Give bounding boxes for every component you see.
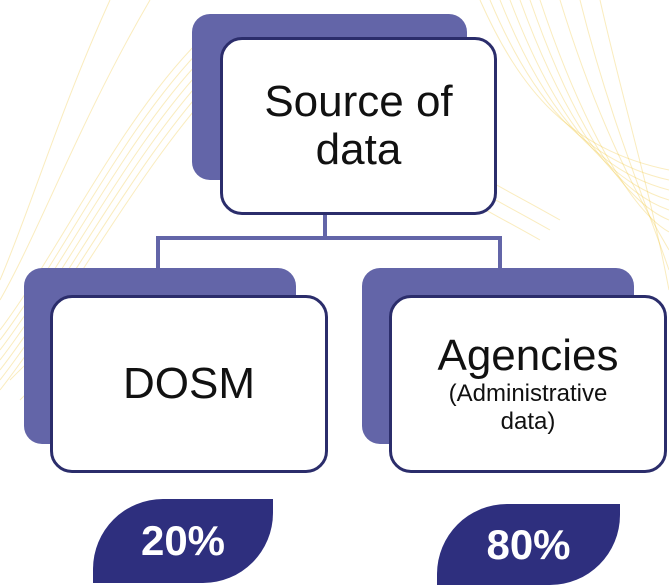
left-node-label: DOSM [123, 359, 255, 408]
connector-vertical [323, 214, 327, 240]
right-node-label: Agencies [437, 331, 619, 380]
root-node-label-line2: data [315, 125, 402, 174]
left-percent-value: 20% [140, 517, 226, 564]
right-node-sublabel-line2: data) [500, 408, 556, 435]
connector-right-drop [498, 236, 502, 270]
right-percent-badge: 80% [437, 504, 620, 585]
root-node-label-line1: Source of [264, 77, 453, 126]
connector-left-drop [156, 236, 160, 270]
right-node-sublabel-line1: (Administrative [448, 380, 608, 407]
connector-horizontal [156, 236, 502, 240]
right-percent-value: 80% [486, 520, 571, 568]
root-node: Source of data [220, 37, 497, 215]
left-percent-badge: 20% [93, 499, 273, 583]
left-node: DOSM [50, 295, 328, 473]
right-node: Agencies (Administrative data) [389, 295, 667, 473]
